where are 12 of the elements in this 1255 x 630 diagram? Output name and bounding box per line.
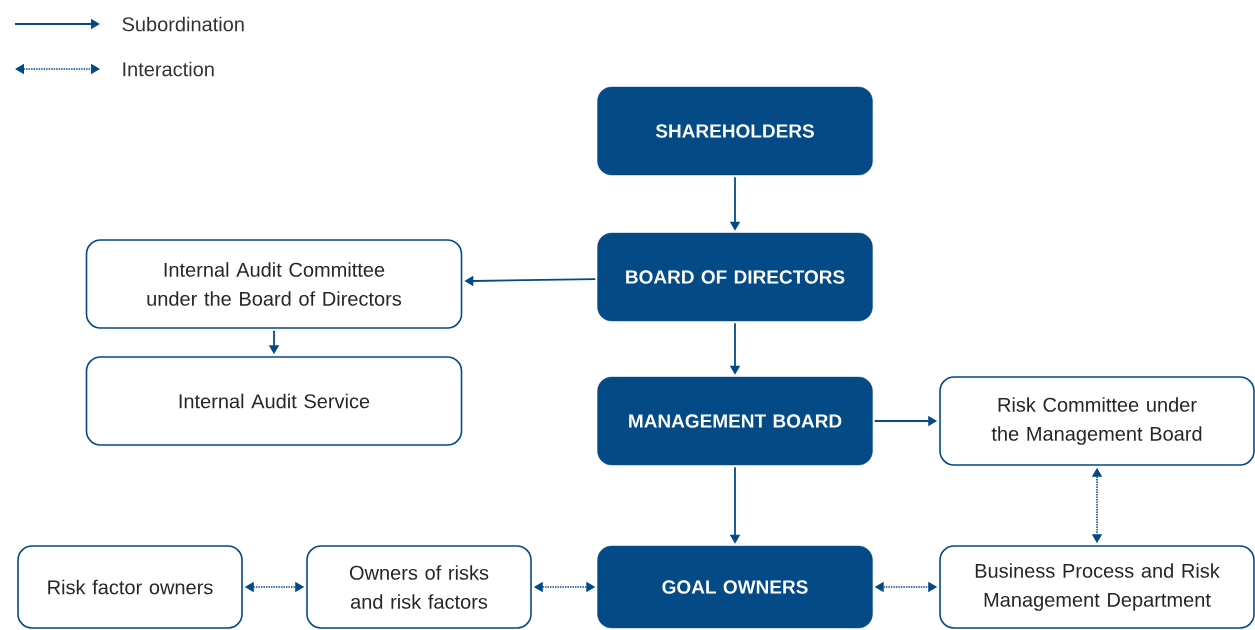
process-box: Risk Committee under the Management Board xyxy=(939,376,1255,466)
process-box: Business Process and Risk Management Department xyxy=(939,545,1255,629)
legend-label: Interaction xyxy=(123,61,214,77)
legend-label: Subordination xyxy=(122,16,244,32)
process-box: Risk factor owners xyxy=(17,545,243,629)
process-box: Owners of risks and risk factors xyxy=(306,545,532,629)
heading-box: GOAL OWNERS xyxy=(597,545,873,629)
heading-box: BOARD OF DIRECTORS xyxy=(597,232,873,322)
process-box: Internal Audit Service xyxy=(85,356,463,446)
heading-box: MANAGEMENT BOARD xyxy=(597,376,873,466)
process-box: Internal Audit Committee under the Board of Directors xyxy=(85,239,463,329)
heading-box: SHAREHOLDERS xyxy=(597,86,873,176)
